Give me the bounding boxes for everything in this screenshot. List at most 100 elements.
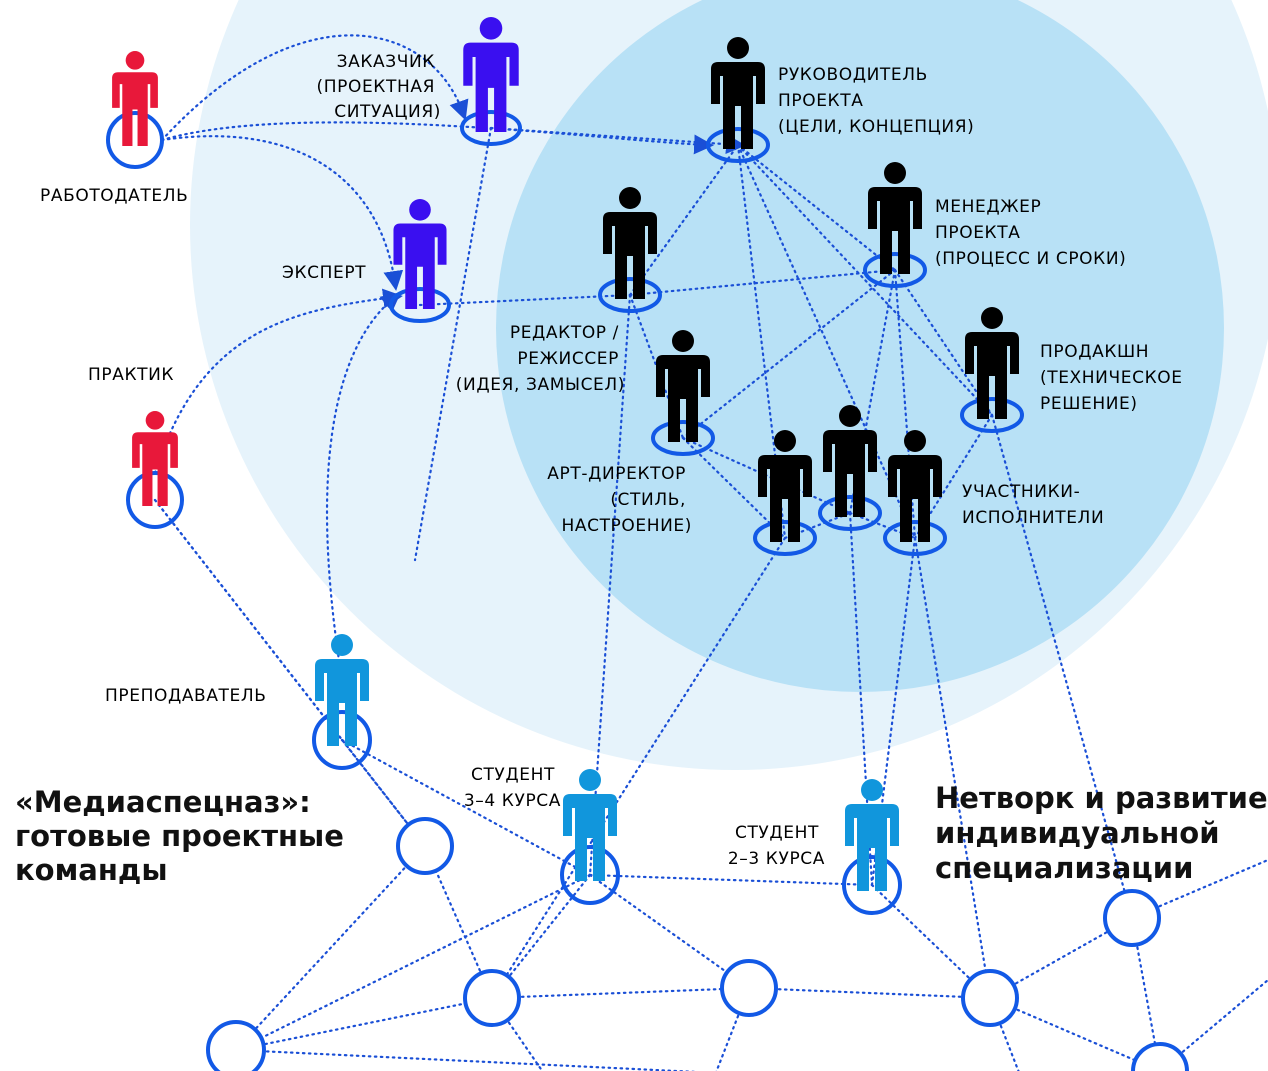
network-node-n5[interactable] (1103, 889, 1161, 947)
edges-layer (153, 34, 1268, 1071)
edge-rabotodatel-ekspert (160, 135, 404, 291)
person-icon (656, 330, 710, 442)
ring-uchastnik1 (753, 520, 817, 556)
person-praktik[interactable] (126, 411, 184, 529)
edge-n6-n8 (988, 996, 1162, 1071)
person-icon (463, 17, 519, 132)
heading-mediaspecnaz: «Медиаспецназ»: готовые проектные команд… (15, 785, 354, 887)
person-prodakshn[interactable] (960, 307, 1024, 433)
person-redaktor[interactable] (598, 187, 662, 313)
label-redaktor: РЕДАКТОР / РЕЖИССЕР (ИДЕЯ, ЗАМЫСЕЛ) (456, 323, 625, 395)
edge-prepodavatel-ekspert (325, 291, 402, 682)
ring-prodakshn (960, 397, 1024, 433)
edge-zakazchik-e1 (413, 126, 493, 562)
ring-uchastnik3 (883, 520, 947, 556)
network-node-n3[interactable] (720, 959, 778, 1017)
edge-uchastnik2-student23 (848, 511, 874, 887)
person-icon (711, 37, 765, 149)
ring-prepodavatel (312, 710, 372, 770)
edge-rukovoditel-uchastnik3 (736, 143, 917, 540)
zone-backgrounds (190, 0, 1268, 770)
edge-rukovoditel-menedzher (736, 143, 897, 272)
label-student34: СТУДЕНТ 3–4 КУРСА (464, 765, 561, 811)
person-student23[interactable] (842, 779, 902, 915)
edge-n3-n6 (747, 986, 992, 1000)
edge-uchastnik1-n2 (490, 536, 787, 1000)
edge-ekspert-redaktor (418, 293, 632, 307)
ring-rabotodatel (106, 111, 164, 169)
person-prepodavatel[interactable] (312, 634, 372, 770)
edge-student34-n3 (588, 873, 751, 990)
network-node-n1[interactable] (206, 1020, 266, 1071)
person-student34[interactable] (560, 769, 620, 905)
label-ekspert: ЭКСПЕРТ (282, 263, 366, 283)
edge-zakazchik-rukovoditel (489, 126, 746, 155)
network-node-n2[interactable] (463, 969, 521, 1027)
person-icon (132, 411, 178, 506)
person-zakazchik[interactable] (460, 17, 522, 146)
person-rukovoditel[interactable] (706, 37, 770, 163)
ring-redaktor (598, 277, 662, 313)
person-icon (868, 162, 922, 274)
heading-network: Нетворк и развитие индивидуальной специа… (935, 781, 1268, 885)
ring-student23 (842, 855, 902, 915)
ring-ekspert (389, 287, 451, 323)
edge-menedzher-prodakshn (893, 268, 994, 417)
edge-rabotodatel-rukovoditel (160, 121, 714, 155)
ring-artdirektor (651, 420, 715, 456)
edge-rabotodatel-zakazchik (160, 34, 469, 142)
person-icon (393, 199, 447, 309)
edge-praktik-ekspert (153, 288, 403, 475)
label-rabotodatel: РАБОТОДАТЕЛЬ (40, 186, 188, 206)
label-praktik: ПРАКТИК (88, 365, 174, 385)
person-icon (315, 634, 369, 746)
edge-redaktor-rukovoditel (628, 143, 740, 297)
ring-uchastnik2 (818, 495, 882, 531)
network-node-n6[interactable] (961, 969, 1019, 1027)
label-prodakshn: ПРОДАКШН (ТЕХНИЧЕСКОЕ РЕШЕНИЕ) (1040, 342, 1189, 414)
ring-student34 (560, 845, 620, 905)
person-uchastnik2[interactable] (818, 405, 882, 531)
person-uchastnik1[interactable] (753, 430, 817, 556)
person-icon (823, 405, 877, 517)
label-artdirektor: АРТ-ДИРЕКТОР (СТИЛЬ, НАСТРОЕНИЕ) (547, 464, 692, 536)
edge-artdirektor-uchastnik1 (681, 436, 787, 540)
people-layer (106, 17, 1024, 915)
person-ekspert[interactable] (389, 199, 451, 323)
person-icon (888, 430, 942, 542)
network-node-n8[interactable] (1131, 1042, 1189, 1071)
edge-redaktor-menedzher (628, 268, 897, 297)
edge-prepodavatel-student34 (340, 738, 592, 877)
person-icon (603, 187, 657, 299)
edge-n2-e2 (490, 996, 544, 1071)
person-rabotodatel[interactable] (106, 51, 164, 169)
ring-zakazchik (460, 110, 522, 146)
person-icon (112, 51, 158, 146)
edge-uchastnik3-student23 (870, 536, 917, 887)
person-icon (965, 307, 1019, 419)
nodes-layer (206, 817, 1189, 1071)
label-menedzher: МЕНЕДЖЕР ПРОЕКТА (ПРОЦЕСС И СРОКИ) (935, 197, 1126, 269)
person-icon (845, 779, 899, 891)
ring-menedzher (863, 252, 927, 288)
edge-n2-n3 (490, 986, 751, 1000)
network-node-n4[interactable] (396, 817, 454, 875)
person-artdirektor[interactable] (651, 330, 715, 456)
label-uchastniki: УЧАСТНИКИ- ИСПОЛНИТЕЛИ (962, 482, 1104, 528)
edge-rukovoditel-prodakshn (736, 143, 994, 417)
label-rukovoditel: РУКОВОДИТЕЛЬ ПРОЕКТА (ЦЕЛИ, КОНЦЕПЦИЯ) (778, 65, 974, 137)
person-uchastnik3[interactable] (883, 430, 947, 556)
edge-prepodavatel-n4 (340, 738, 427, 848)
edge-n1-n4 (234, 844, 427, 1052)
edge-n7-e7 (235, 1048, 700, 1071)
inner-zone (496, 0, 1224, 692)
edge-n3-e3 (715, 986, 751, 1071)
person-menedzher[interactable] (863, 162, 927, 288)
edge-student34-student23 (588, 873, 874, 887)
edge-uchastnik3-n6 (913, 536, 992, 1000)
labels-layer: ЗАКАЗЧИК (ПРОЕКТНАЯ СИТУАЦИЯ) РАБОТОДАТЕ… (15, 52, 1268, 887)
label-student23: СТУДЕНТ 2–3 КУРСА (728, 823, 825, 869)
edge-uchastnik2-uchastnik3 (848, 511, 917, 540)
edge-redaktor-student34 (588, 293, 632, 877)
